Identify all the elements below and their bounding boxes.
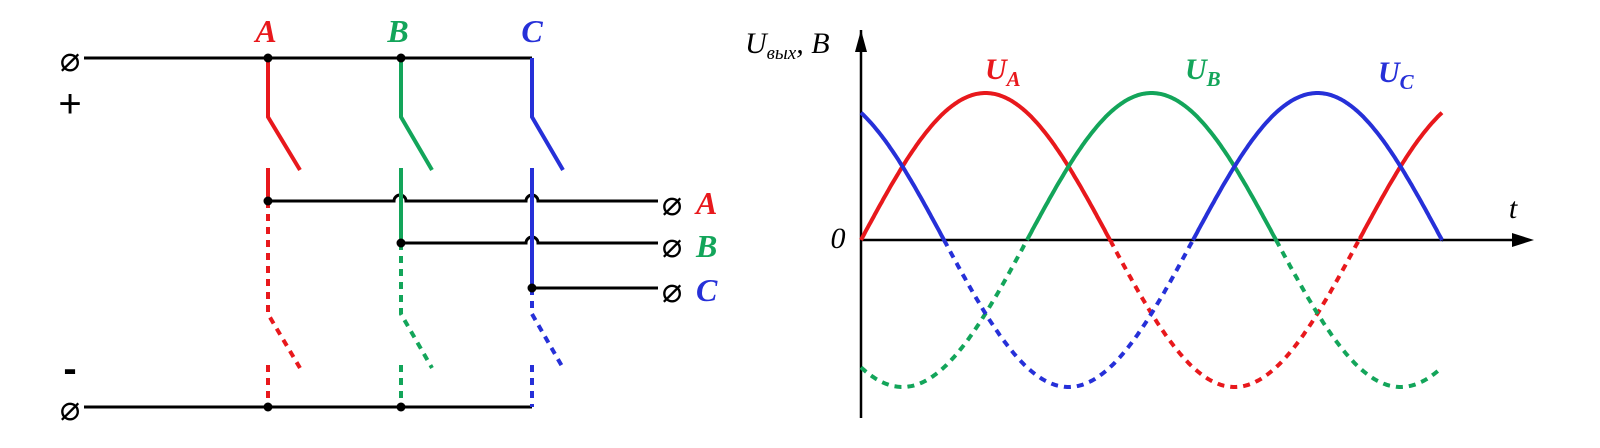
origin-label: 0	[831, 222, 846, 255]
phase-label-c: C	[521, 13, 543, 49]
voltage-curves	[859, 91, 1444, 389]
output-wire-a	[268, 193, 658, 203]
switch-b-lower[interactable]	[399, 243, 434, 407]
curve-ua-negative-1	[1109, 238, 1361, 389]
junction-dots	[263, 53, 537, 412]
minus-terminal-symbol[interactable]: ⌀	[60, 390, 80, 428]
curve-ub-negative-0	[859, 239, 1029, 389]
switch-a-lower[interactable]	[266, 201, 302, 407]
curve-ua-positive-0	[859, 91, 1112, 242]
y-axis-arrow	[855, 30, 867, 52]
switch-a-upper[interactable]	[266, 58, 302, 172]
phase-a-leg	[266, 58, 302, 407]
output-terminal-c[interactable]: ⌀	[662, 272, 682, 310]
plus-label: +	[58, 82, 81, 126]
phase-label-a: A	[253, 13, 276, 49]
curve-label-ua: UA	[985, 53, 1021, 91]
plus-terminal-symbol[interactable]: ⌀	[60, 41, 80, 79]
output-label-c: C	[696, 272, 718, 308]
y-axis-label: Uвых, B	[745, 27, 830, 64]
output-terminal-a[interactable]: ⌀	[662, 185, 682, 223]
output-label-b: B	[695, 228, 717, 264]
output-terminal-b[interactable]: ⌀	[662, 227, 682, 265]
voltage-graph: Uвых, B t 0 UA UB UC	[745, 27, 1534, 418]
switch-c-upper[interactable]	[530, 58, 565, 172]
phase-label-b: B	[386, 13, 408, 49]
switch-c-lower[interactable]	[530, 288, 565, 407]
x-axis-arrow	[1512, 233, 1534, 247]
curve-ub-positive-1	[1025, 91, 1278, 241]
phase-b-leg	[399, 58, 434, 407]
curve-ub-negative-2	[1274, 239, 1444, 389]
circuit-schematic: ⌀ + - ⌀ ⌀ ⌀ ⌀	[58, 13, 718, 428]
switch-b-upper[interactable]	[399, 58, 434, 172]
output-wire-b	[401, 235, 658, 245]
curve-label-ub: UB	[1185, 53, 1221, 91]
curve-uc-positive-2	[1191, 91, 1444, 241]
curve-label-uc: UC	[1378, 56, 1415, 94]
curve-uc-positive-0	[859, 111, 946, 241]
output-label-a: A	[694, 185, 717, 221]
curve-uc-negative-1	[942, 239, 1195, 389]
minus-label: -	[63, 347, 76, 391]
phase-c-leg	[530, 58, 565, 407]
x-axis-label: t	[1509, 192, 1518, 225]
